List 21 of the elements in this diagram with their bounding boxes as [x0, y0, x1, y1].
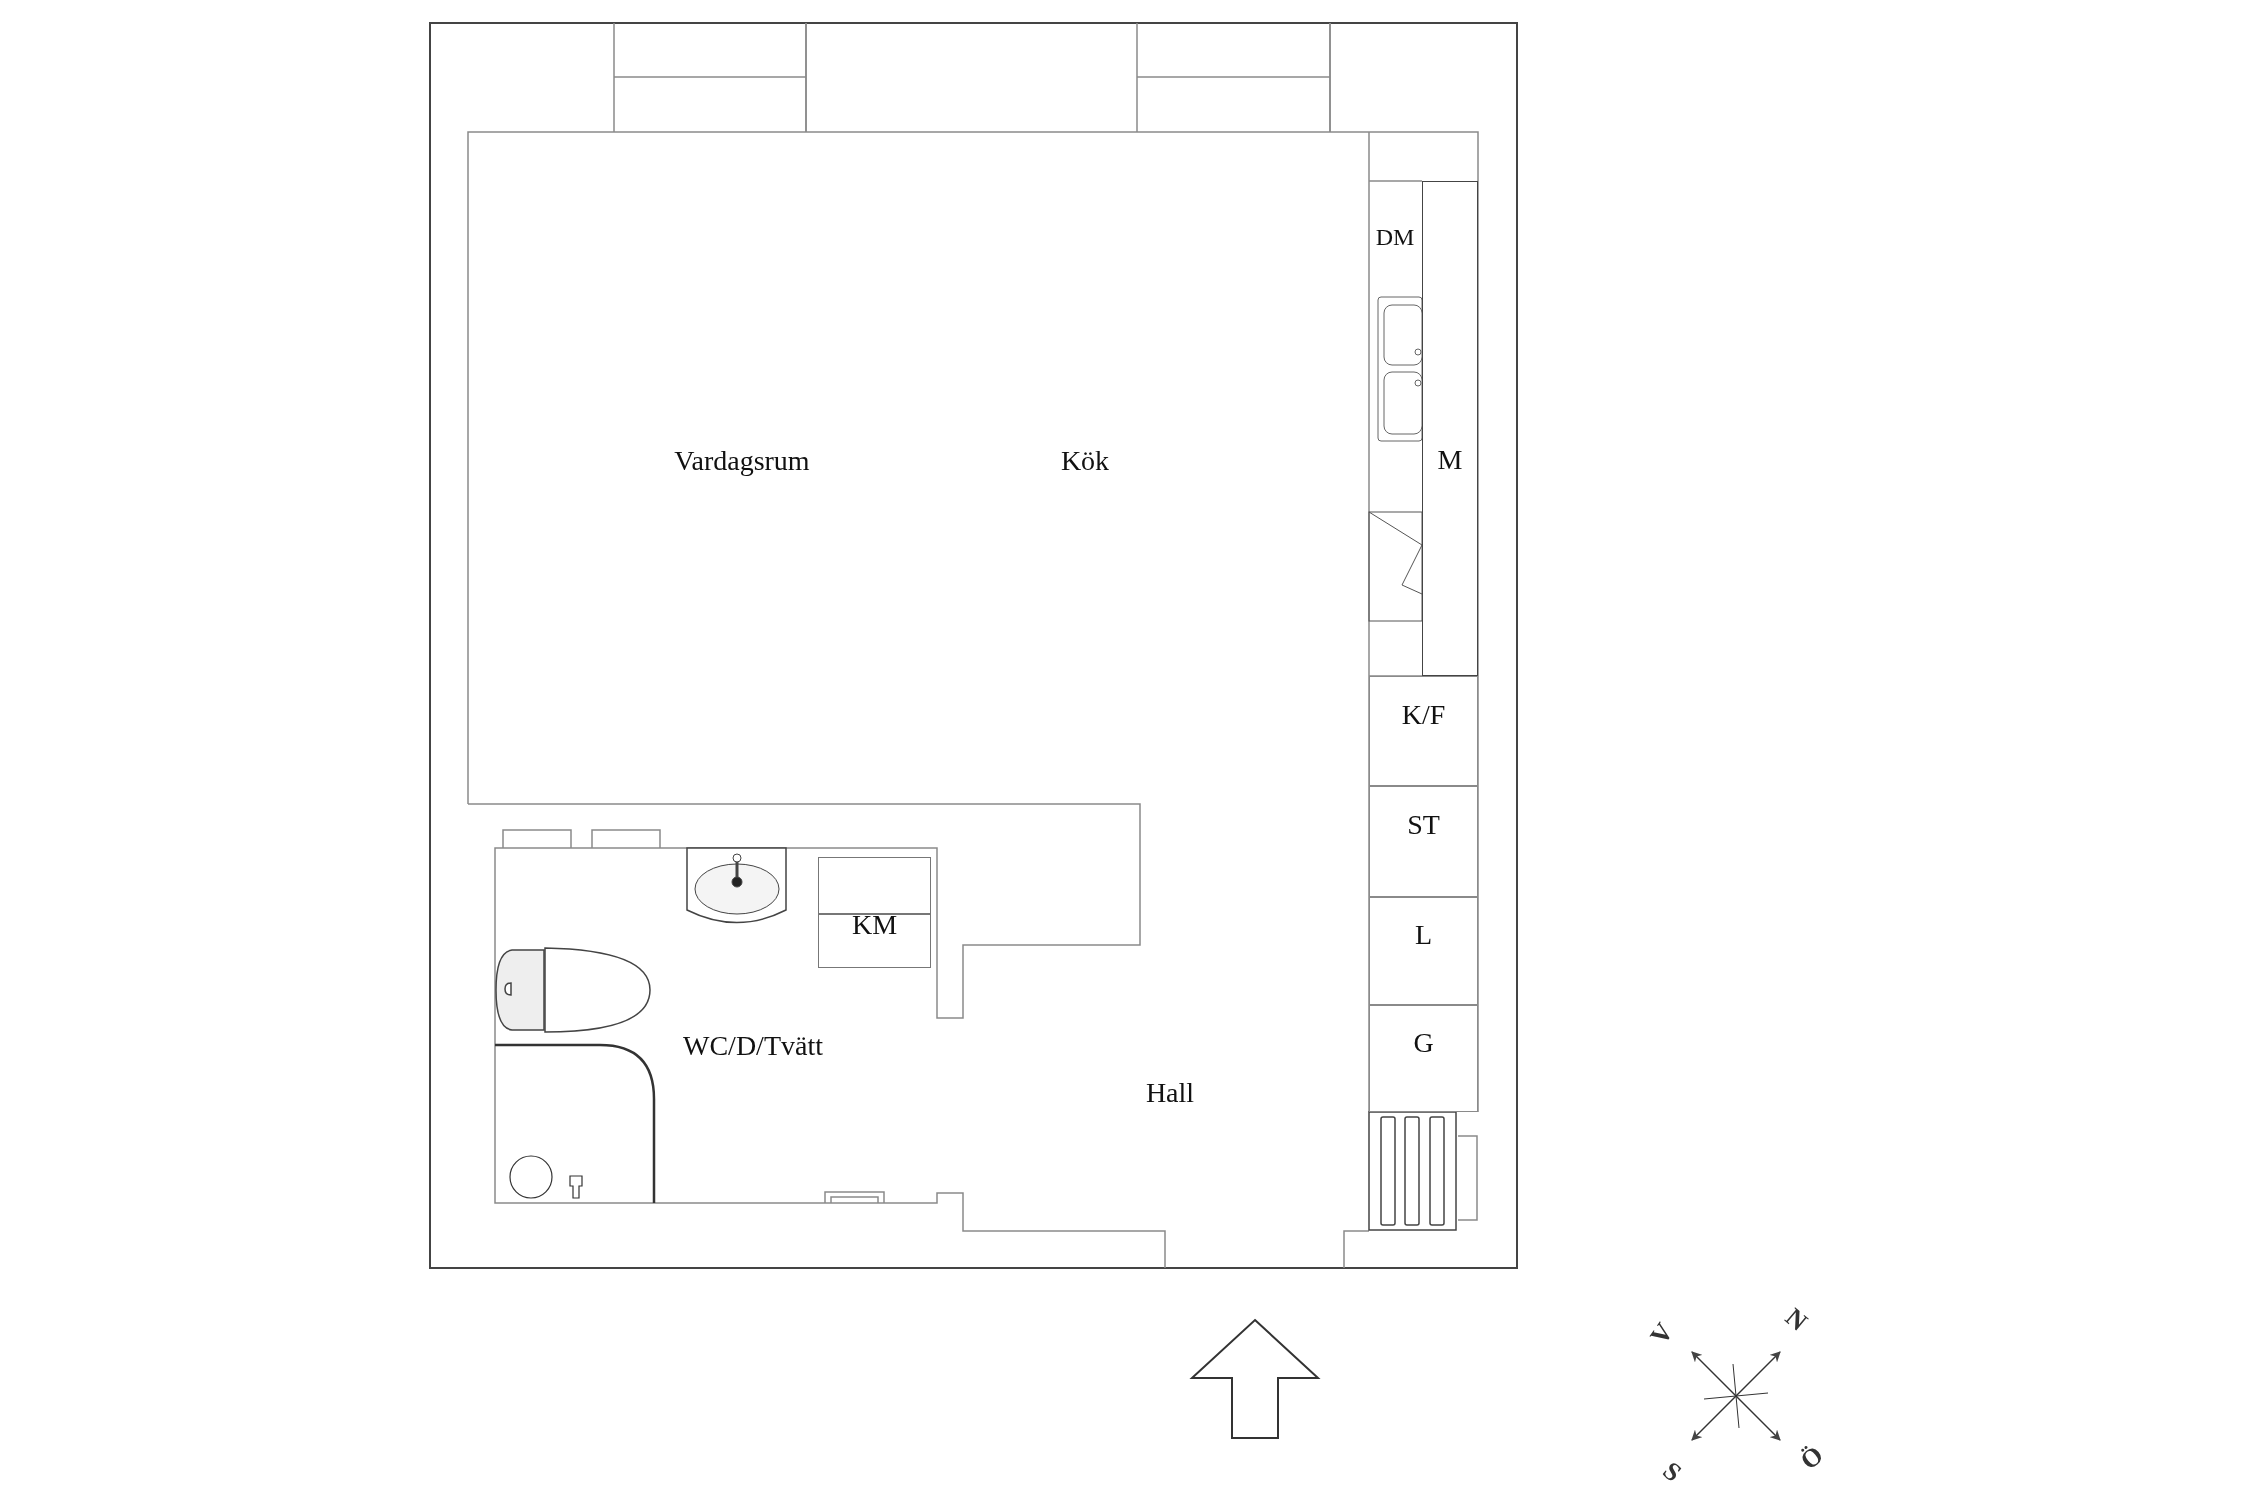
countertop-box — [1422, 181, 1478, 676]
room-label: Hall — [1145, 1079, 1195, 1107]
room-label: Kök — [1060, 447, 1110, 475]
room-label: Vardagsrum — [674, 447, 810, 475]
appliance-label: ST — [1407, 811, 1440, 839]
wardrobe-box — [1369, 786, 1478, 897]
appliance-label: M — [1437, 446, 1463, 474]
cupboard-box — [1369, 1005, 1478, 1112]
washing-machine-box — [818, 857, 931, 968]
compass-letter: S — [1658, 1457, 1686, 1487]
appliance-label: L — [1414, 921, 1433, 949]
appliance-label: KM — [851, 911, 898, 939]
compass-letter: N — [1780, 1304, 1812, 1336]
appliance-label: K/F — [1401, 701, 1446, 729]
compass-letter: V — [1645, 1318, 1679, 1350]
cupboard-box — [1369, 897, 1478, 1005]
compass-letter: Ö — [1795, 1441, 1829, 1475]
appliance-label: G — [1413, 1029, 1434, 1057]
fridge-freezer-box — [1369, 676, 1478, 786]
room-label: WC/D/Tvätt — [683, 1032, 823, 1060]
appliance-label: DM — [1375, 225, 1415, 249]
